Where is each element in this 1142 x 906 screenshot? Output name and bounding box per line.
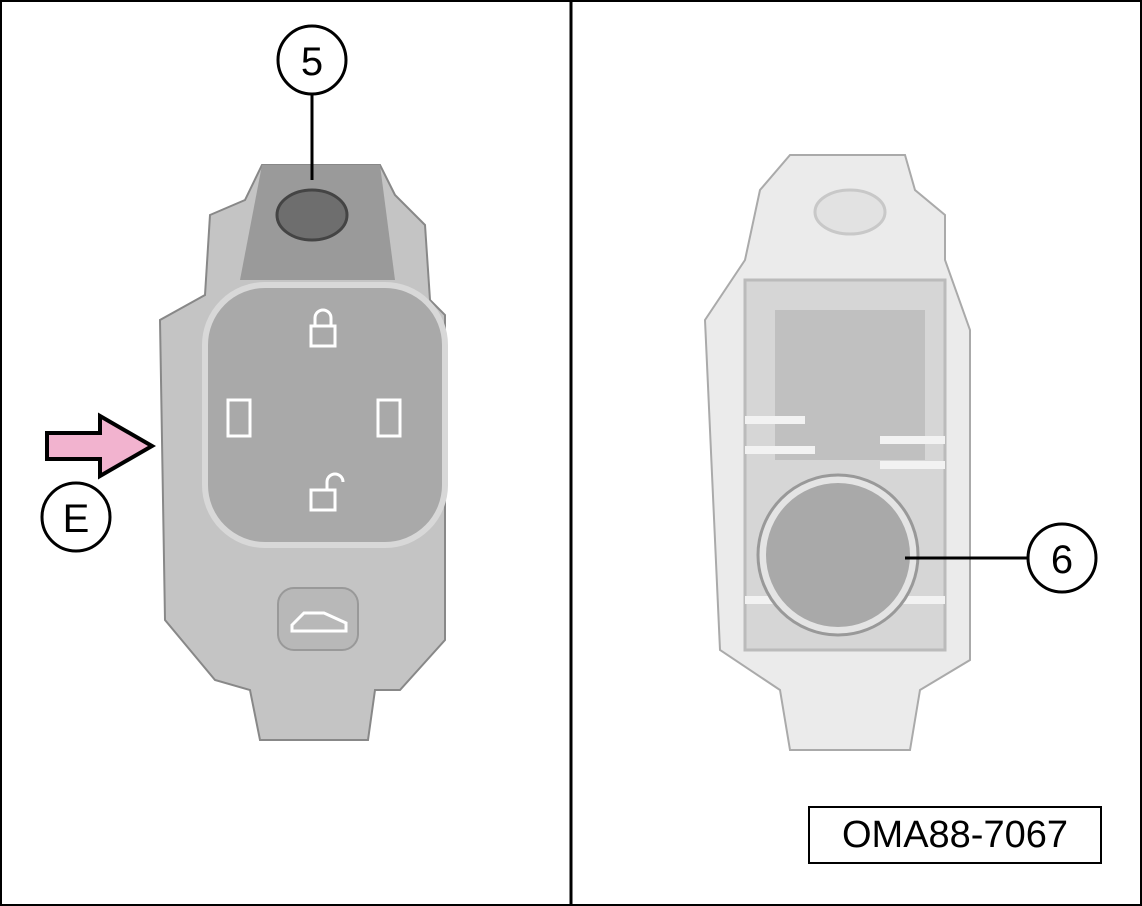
key-fob-front — [158, 164, 448, 741]
callout-6: 6 — [1051, 538, 1073, 582]
direction-arrow-E — [45, 412, 157, 480]
callout-E: E — [63, 497, 90, 541]
callout-5: 5 — [301, 40, 323, 84]
callout-circle-5 — [276, 24, 348, 96]
key-fob-back-open — [703, 154, 971, 751]
callout-circle-6 — [1026, 522, 1098, 594]
callout-circle-E — [40, 481, 112, 553]
figure-code: OMA88-7067 — [808, 806, 1102, 864]
